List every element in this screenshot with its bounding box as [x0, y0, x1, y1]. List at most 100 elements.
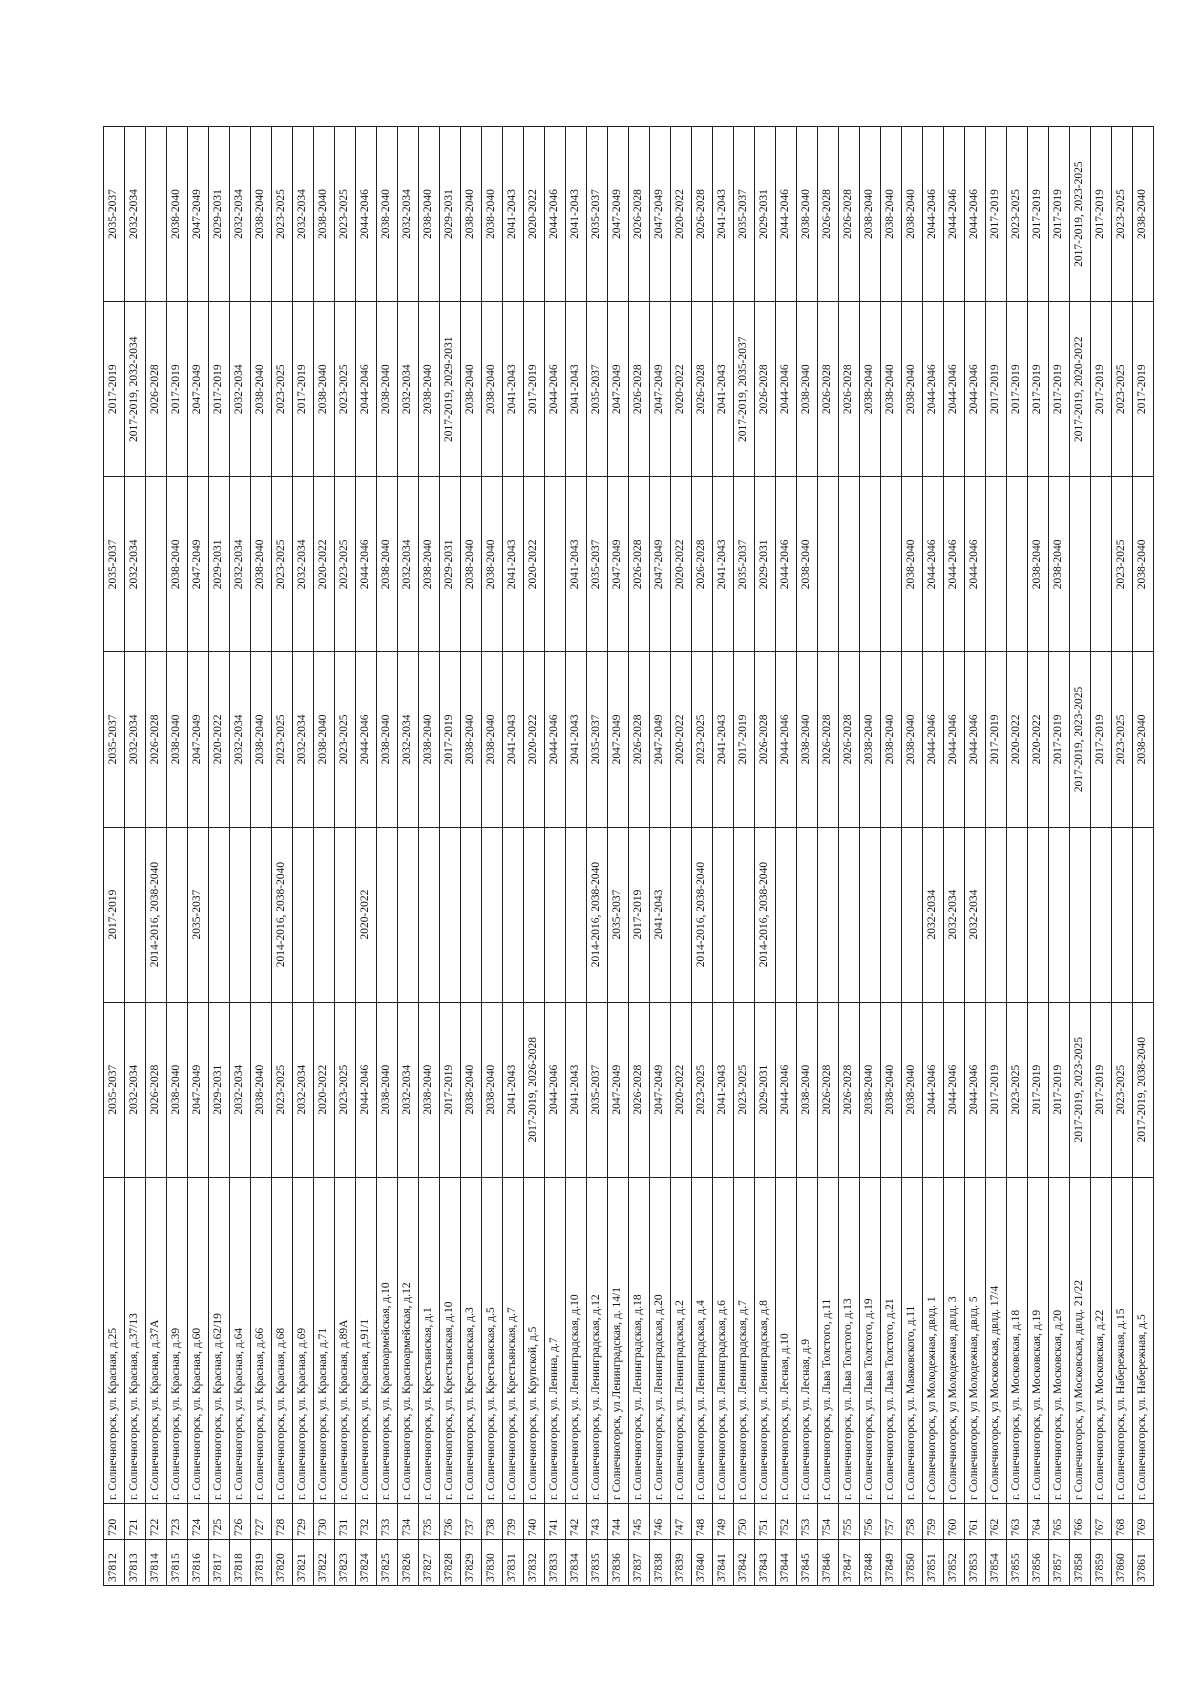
period-2-cell [838, 827, 860, 1003]
period-6-cell: 2017-2019 [1027, 126, 1049, 302]
row-number-cell: 724 [187, 1503, 209, 1540]
period-2-cell [901, 827, 923, 1003]
period-2-cell [124, 827, 146, 1003]
period-6-cell: 2017-2019, 2023-2025 [1069, 126, 1091, 302]
period-5-cell: 2026-2028 [817, 301, 839, 477]
address-cell: г. Солнечногорск, ул. Московская, д.19 [1027, 1177, 1049, 1504]
period-3-cell: 2026-2028 [838, 651, 860, 828]
period-3-cell: 2044-2046 [544, 651, 566, 828]
period-2-cell [523, 827, 545, 1003]
period-2-cell [1090, 827, 1112, 1003]
row-id-cell: 37857 [1048, 1539, 1070, 1586]
period-2-cell [733, 827, 755, 1003]
period-6-cell: 2038-2040 [418, 126, 440, 302]
period-4-cell: 2038-2040 [166, 476, 188, 652]
period-1-cell: 2038-2040 [166, 1002, 188, 1178]
period-1-cell: 2023-2025 [1111, 1002, 1133, 1178]
row-number-cell: 744 [607, 1503, 629, 1540]
period-2-cell [670, 827, 692, 1003]
period-6-cell: 2026-2028 [628, 126, 650, 302]
period-3-cell: 2038-2040 [880, 651, 902, 828]
period-2-cell [439, 827, 461, 1003]
period-5-cell: 2038-2040 [481, 301, 503, 477]
address-cell: г. Солнечногорск, ул. Льва Толстого, д.1… [817, 1177, 839, 1504]
period-6-cell: 2041-2043 [712, 126, 734, 302]
period-2-cell [334, 827, 356, 1003]
period-3-cell: 2017-2019 [733, 651, 755, 828]
address-cell: г. Солнечногорск, ул. Ленинградская, д.4 [691, 1177, 713, 1504]
period-6-cell: 2035-2037 [733, 126, 755, 302]
period-1-cell: 2041-2043 [502, 1002, 524, 1178]
period-2-cell [229, 827, 251, 1003]
period-3-cell: 2038-2040 [166, 651, 188, 828]
period-3-cell: 2038-2040 [1132, 651, 1154, 828]
row-number-cell: 762 [985, 1503, 1007, 1540]
period-1-cell: 2032-2034 [229, 1002, 251, 1178]
period-4-cell: 2023-2025 [334, 476, 356, 652]
period-4-cell: 2026-2028 [691, 476, 713, 652]
period-3-cell: 2038-2040 [859, 651, 881, 828]
period-1-cell: 2017-2019 [1048, 1002, 1070, 1178]
row-id-cell: 37843 [754, 1539, 776, 1586]
address-cell: г. Солнечногорск, ул. Ленинградская, д.1… [586, 1177, 608, 1504]
row-id-cell: 37841 [712, 1539, 734, 1586]
period-1-cell: 2041-2043 [565, 1002, 587, 1178]
address-cell: г. Солнечногорск, ул. Ленина, д.7 [544, 1177, 566, 1504]
period-1-cell: 2017-2019, 2038-2040 [1132, 1002, 1154, 1178]
row-id-cell: 37818 [229, 1539, 251, 1586]
period-1-cell: 2038-2040 [460, 1002, 482, 1178]
period-5-cell: 2026-2028 [145, 301, 167, 477]
period-4-cell: 2041-2043 [565, 476, 587, 652]
address-cell: г. Солнечногорск, ул. Крупской, д.5 [523, 1177, 545, 1504]
row-id-cell: 37825 [376, 1539, 398, 1586]
period-3-cell: 2041-2043 [502, 651, 524, 828]
period-5-cell: 2041-2043 [712, 301, 734, 477]
period-5-cell: 2038-2040 [313, 301, 335, 477]
period-3-cell: 2038-2040 [901, 651, 923, 828]
row-number-cell: 728 [271, 1503, 293, 1540]
period-5-cell: 2032-2034 [397, 301, 419, 477]
period-6-cell: 2029-2031 [754, 126, 776, 302]
period-2-cell [502, 827, 524, 1003]
address-cell: г. Солнечногорск, ул. Ленинградская, д.2… [649, 1177, 671, 1504]
row-id-cell: 37859 [1090, 1539, 1112, 1586]
row-number-cell: 747 [670, 1503, 692, 1540]
period-3-cell: 2020-2022 [1006, 651, 1028, 828]
period-5-cell: 2038-2040 [859, 301, 881, 477]
period-1-cell: 2032-2034 [397, 1002, 419, 1178]
period-2-cell: 2017-2019 [628, 827, 650, 1003]
period-1-cell: 2044-2046 [544, 1002, 566, 1178]
row-id-cell: 37840 [691, 1539, 713, 1586]
period-1-cell: 2032-2034 [124, 1002, 146, 1178]
period-3-cell: 2026-2028 [145, 651, 167, 828]
row-id-cell: 37829 [460, 1539, 482, 1586]
period-2-cell: 2014-2016, 2038-2040 [754, 827, 776, 1003]
period-4-cell [880, 476, 902, 652]
period-1-cell: 2023-2025 [1006, 1002, 1028, 1178]
row-id-cell: 37821 [292, 1539, 314, 1586]
period-5-cell: 2017-2019 [166, 301, 188, 477]
period-1-cell: 2047-2049 [607, 1002, 629, 1178]
period-4-cell: 2044-2046 [964, 476, 986, 652]
period-4-cell: 2029-2031 [439, 476, 461, 652]
period-4-cell: 2023-2025 [1111, 476, 1133, 652]
period-4-cell: 2023-2025 [271, 476, 293, 652]
period-6-cell: 2038-2040 [1132, 126, 1154, 302]
period-5-cell: 2017-2019, 2020-2022 [1069, 301, 1091, 477]
period-4-cell: 2032-2034 [229, 476, 251, 652]
period-4-cell [985, 476, 1007, 652]
period-6-cell: 2044-2046 [922, 126, 944, 302]
period-5-cell: 2026-2028 [838, 301, 860, 477]
